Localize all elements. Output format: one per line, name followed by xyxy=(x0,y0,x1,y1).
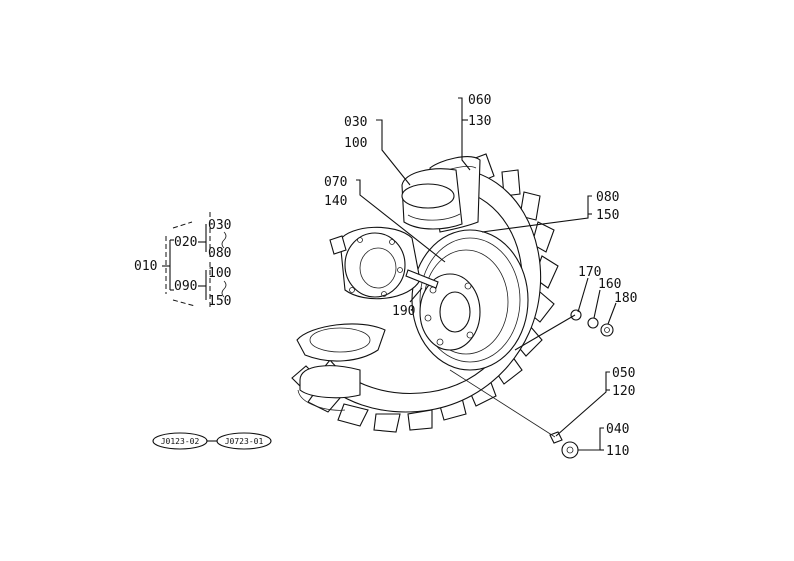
nut-040 xyxy=(561,441,579,459)
callout-170: 170 xyxy=(578,265,601,280)
callout-060: 060 xyxy=(468,93,491,108)
flange-face xyxy=(344,232,406,298)
callout-140: 140 xyxy=(324,194,347,209)
nut-180 xyxy=(600,323,614,337)
callout-130: 130 xyxy=(468,114,491,129)
callout-050: 050 xyxy=(612,366,635,381)
callout-110: 110 xyxy=(606,444,629,459)
callout-080: 080 xyxy=(596,190,619,205)
ref-right-label: J0723-01 xyxy=(225,437,264,446)
tree-item-100: 100 xyxy=(208,266,231,281)
callout-100: 100 xyxy=(344,136,367,151)
callout-120: 120 xyxy=(612,384,635,399)
tire-segment-lower xyxy=(299,365,361,399)
brace-mark xyxy=(221,280,227,298)
callout-190: 190 xyxy=(392,304,415,319)
washer-160 xyxy=(587,317,599,329)
callout-030: 030 xyxy=(344,115,367,130)
bolt-050 xyxy=(549,431,563,444)
brace-mark xyxy=(221,231,227,249)
callout-180: 180 xyxy=(614,291,637,306)
tree-group-a-label: 020 xyxy=(174,235,197,250)
callout-040: 040 xyxy=(606,422,629,437)
bolt-shaft xyxy=(405,269,439,289)
washer-170 xyxy=(570,309,582,321)
axle-stub xyxy=(329,235,347,255)
ref-bubble-right[interactable] xyxy=(216,432,272,450)
callout-160: 160 xyxy=(598,277,621,292)
wheel-drawing xyxy=(291,153,614,459)
hub-center-hole xyxy=(439,291,471,333)
tree-root-label: 010 xyxy=(134,259,157,274)
tree-item-080: 080 xyxy=(208,246,231,261)
callout-labels: 030 100 060 130 070 140 080 150 190 170 … xyxy=(324,93,637,459)
tube-segment-lower xyxy=(296,323,386,362)
reference-links: J0123-02 J0723-01 xyxy=(152,432,272,450)
tire-lugs xyxy=(291,153,559,433)
tree-group-b-label: 090 xyxy=(174,279,197,294)
callout-070: 070 xyxy=(324,175,347,190)
callout-150: 150 xyxy=(596,208,619,223)
tree-item-030: 030 xyxy=(208,218,231,233)
tree-item-150: 150 xyxy=(208,294,231,309)
leader-lines xyxy=(356,97,617,451)
tube-opening xyxy=(401,183,455,209)
ref-left-label: J0123-02 xyxy=(161,437,200,446)
part-hierarchy-tree: 010 020 090 030 080 100 150 xyxy=(134,212,231,310)
